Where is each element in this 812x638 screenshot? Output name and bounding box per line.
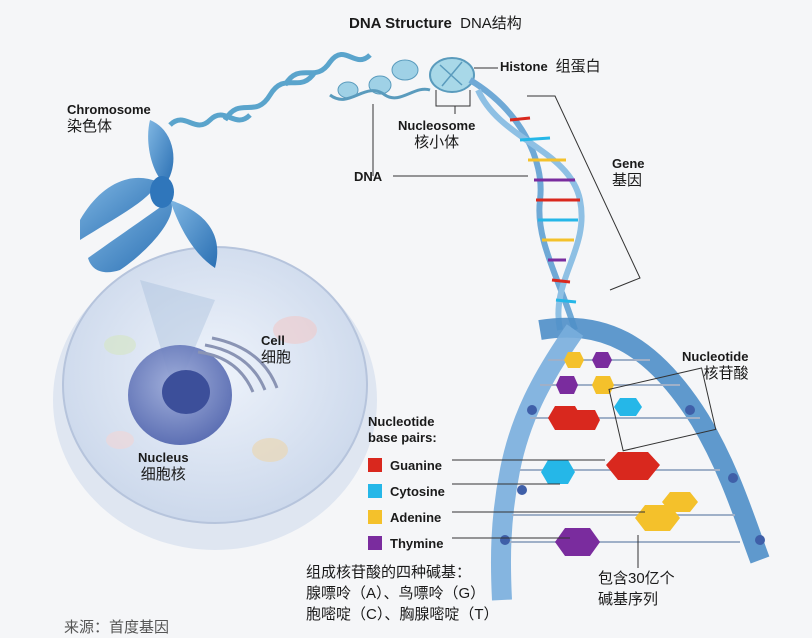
nucleus-shape (128, 336, 279, 445)
label-leaders (372, 67, 717, 568)
chromosome-shape (80, 120, 218, 273)
gene-label-en: Gene (612, 156, 645, 171)
nucleosome-beads (329, 57, 475, 101)
nucleus-label: Nucleus 细胞核 (138, 449, 189, 483)
nucleotide-label-cn: 核苷酸 (703, 365, 749, 382)
nucleosome-label-cn: 核小体 (414, 134, 460, 151)
nucleus-label-cn: 细胞核 (140, 466, 186, 483)
title-cn: DNA结构 (460, 15, 522, 32)
bases-note: 组成核苷酸的四种碱基： 腺嘌呤（A）、鸟嘌呤（G） 胞嘧啶（C）、胸腺嘧啶（T） (306, 562, 499, 625)
legend-item-guanine: Guanine (368, 452, 445, 478)
nucleosome-label-en: Nucleosome (398, 118, 476, 133)
histone-label: Histone 组蛋白 (500, 58, 601, 75)
chromosome-label-cn: 染色体 (67, 118, 113, 135)
gene-label: Gene 基因 (612, 155, 645, 189)
legend-item-label: Guanine (390, 457, 443, 473)
nucleus-label-en: Nucleus (138, 450, 189, 465)
histone-label-en: Histone (500, 59, 548, 74)
source-note: 来源：首度基因 (64, 619, 170, 636)
cell-label-cn: 细胞 (261, 349, 292, 366)
legend-item-label: Cytosine (390, 483, 445, 499)
legend-heading-2: base pairs: (368, 430, 437, 445)
cell-label-en: Cell (261, 333, 285, 348)
gene-label-cn: 基因 (612, 172, 643, 189)
dna-label: DNA (354, 168, 382, 185)
bases-note-line2: 腺嘌呤（A）、鸟嘌呤（G） (306, 585, 486, 602)
nucleosome-label: Nucleosome 核小体 (398, 117, 475, 151)
sequence-note-line2: 碱基序列 (598, 591, 659, 608)
base-pairs-legend: Nucleotide base pairs: Guanine Cytosine … (368, 414, 445, 556)
base-pairs (505, 352, 740, 556)
legend-item-cytosine: Cytosine (368, 478, 445, 504)
guanine-swatch (368, 458, 382, 472)
bases-note-line1: 组成核苷酸的四种碱基： (306, 564, 472, 581)
adenine-swatch (368, 510, 382, 524)
chromosome-label-en: Chromosome (67, 102, 151, 117)
legend-item-thymine: Thymine (368, 530, 445, 556)
title-en: DNA Structure (349, 15, 452, 32)
zoom-cone (140, 280, 215, 395)
legend-item-label: Adenine (390, 509, 442, 525)
thymine-swatch (368, 536, 382, 550)
histone-label-cn: 组蛋白 (555, 58, 601, 75)
page-title: DNA Structure DNA结构 (349, 12, 522, 33)
large-dna-helix (490, 317, 770, 601)
cell-label: Cell 细胞 (261, 332, 291, 366)
cytosine-swatch (368, 484, 382, 498)
bases-note-line3: 胞嘧啶（C）、胸腺嘧啶（T） (306, 606, 499, 623)
nucleotide-label: Nucleotide 核苷酸 (682, 348, 748, 382)
chromosome-label: Chromosome 染色体 (67, 101, 151, 135)
gene-helix (468, 77, 585, 331)
chromatin-coil (168, 52, 372, 128)
sequence-note: 包含30亿个 碱基序列 (598, 568, 675, 610)
sequence-note-line1: 包含30亿个 (598, 570, 675, 587)
nucleotide-label-en: Nucleotide (682, 349, 749, 364)
legend-heading-1: Nucleotide (368, 414, 435, 429)
dna-label-en: DNA (354, 169, 383, 184)
legend-item-label: Thymine (390, 535, 444, 551)
legend-item-adenine: Adenine (368, 504, 445, 530)
